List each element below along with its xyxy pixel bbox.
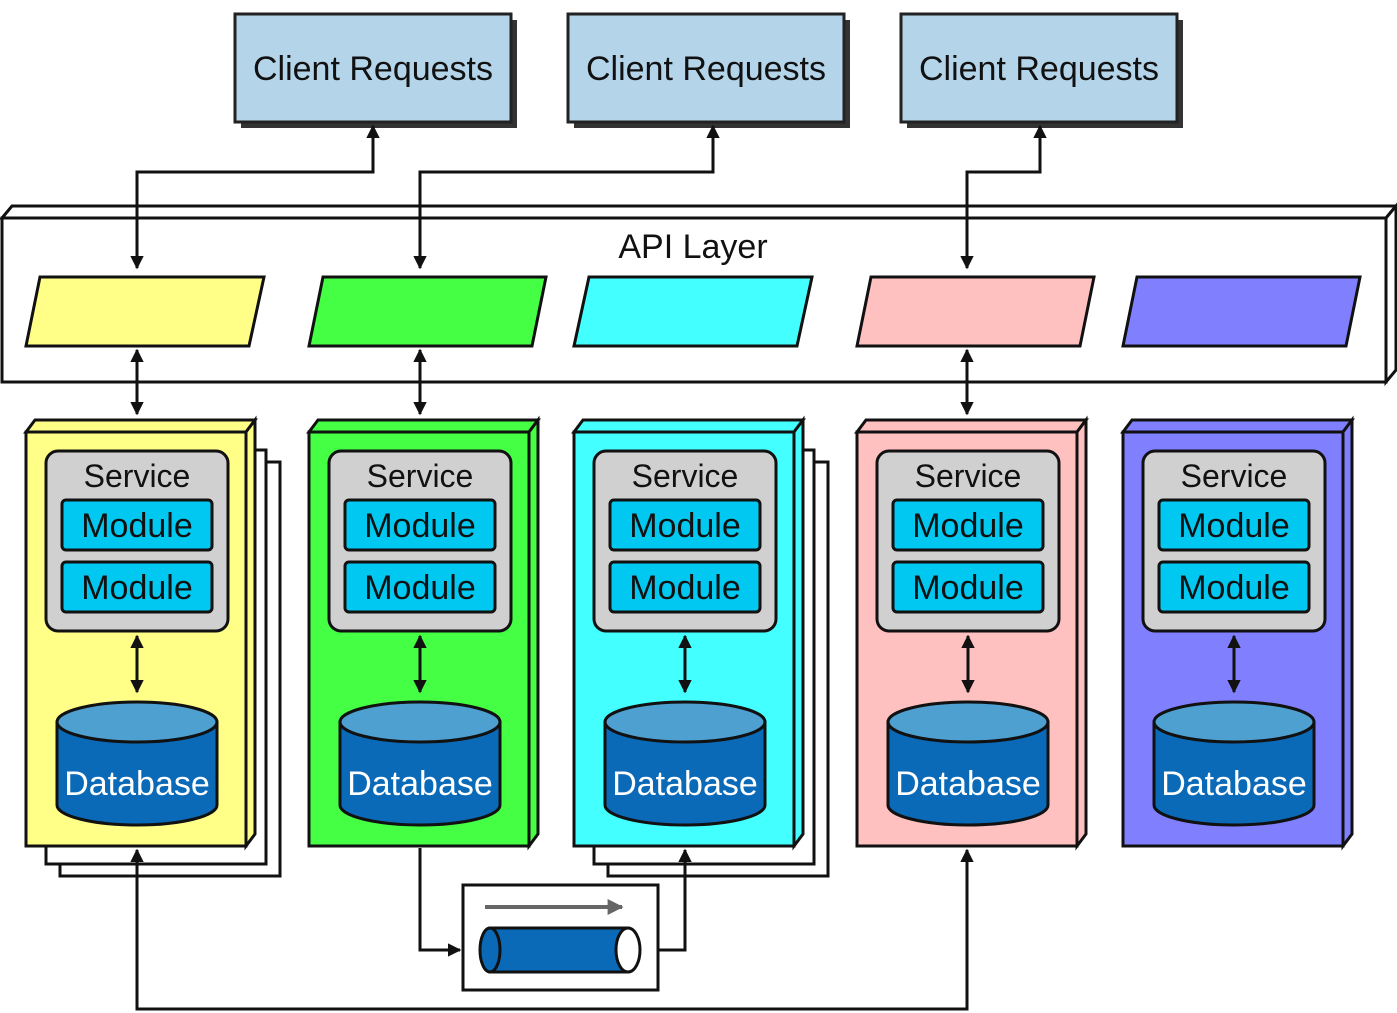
client-requests-box-3: Client Requests — [899, 12, 1183, 128]
module-label: Module — [1178, 507, 1290, 545]
database-label: Database — [612, 765, 758, 803]
module-label: Module — [629, 569, 741, 607]
message-queue — [461, 883, 660, 992]
queue-pipe-icon — [478, 926, 642, 974]
database-label: Database — [347, 765, 493, 803]
module-box: Module — [608, 560, 762, 614]
module-label: Module — [1178, 569, 1290, 607]
api-endpoint-purple — [1121, 275, 1362, 348]
client-requests-label: Client Requests — [253, 50, 493, 88]
service-label: Service — [632, 458, 739, 494]
api-endpoint-pink — [855, 275, 1096, 348]
client-box-fill — [566, 12, 846, 124]
client-requests-box-2: Client Requests — [566, 12, 850, 128]
service-label: Service — [367, 458, 474, 494]
database-icon: Database — [886, 700, 1050, 827]
module-box: Module — [60, 560, 214, 614]
database-icon: Database — [1152, 700, 1316, 827]
module-label: Module — [364, 569, 476, 607]
database-label: Database — [64, 765, 210, 803]
api-layer-label: API Layer — [618, 228, 767, 266]
client-requests-label: Client Requests — [919, 50, 1159, 88]
services-layer: ServiceModuleModuleDatabaseServiceModule… — [23, 415, 1355, 878]
client-box-fill — [899, 12, 1179, 124]
client-api-connectors — [130, 124, 1047, 270]
client-box-fill — [233, 12, 513, 124]
module-label: Module — [912, 507, 1024, 545]
service-label: Service — [84, 458, 191, 494]
module-box: Module — [1157, 498, 1311, 552]
module-label: Module — [912, 569, 1024, 607]
module-box: Module — [343, 498, 497, 552]
database-icon: Database — [603, 700, 767, 827]
module-box: Module — [891, 498, 1045, 552]
module-box: Module — [60, 498, 214, 552]
module-label: Module — [81, 507, 193, 545]
module-label: Module — [629, 507, 741, 545]
api-endpoint-green — [307, 275, 548, 348]
module-box: Module — [343, 560, 497, 614]
module-box: Module — [1157, 560, 1311, 614]
module-label: Module — [364, 507, 476, 545]
database-label: Database — [895, 765, 1041, 803]
database-icon: Database — [338, 700, 502, 827]
client-requests-label: Client Requests — [586, 50, 826, 88]
service-label: Service — [1181, 458, 1288, 494]
module-box: Module — [608, 498, 762, 552]
api-service-connectors — [130, 348, 974, 416]
api-endpoint-yellow — [24, 275, 266, 348]
module-label: Module — [81, 569, 193, 607]
client-requests-box-1: Client Requests — [233, 12, 517, 128]
module-box: Module — [891, 560, 1045, 614]
api-endpoint-cyan — [572, 275, 814, 348]
bottom-connectors — [130, 848, 974, 1011]
database-label: Database — [1161, 765, 1307, 803]
service-label: Service — [915, 458, 1022, 494]
database-icon: Database — [55, 700, 219, 827]
